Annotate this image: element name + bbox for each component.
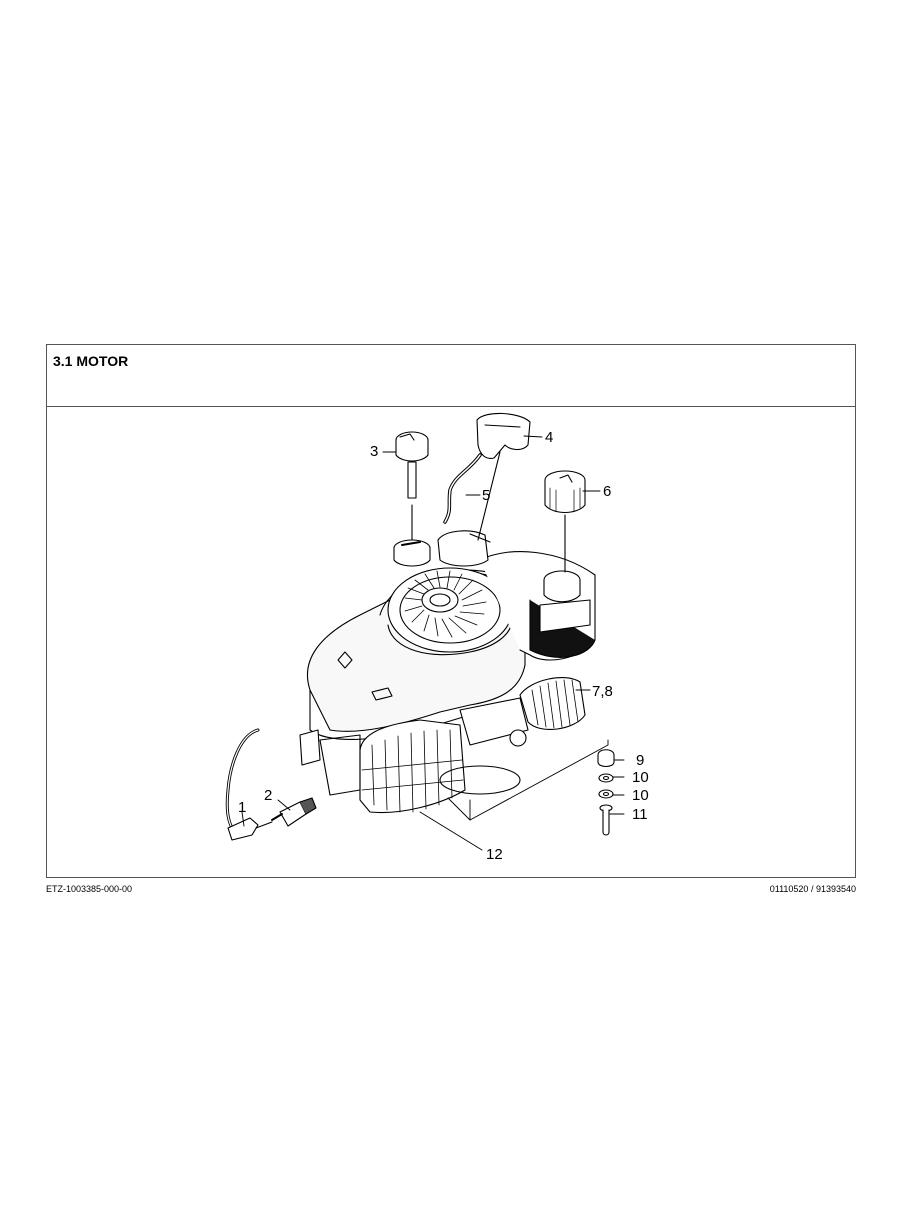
recoil-starter xyxy=(387,567,513,656)
tank-cap-mounted xyxy=(543,570,581,603)
spark-plug xyxy=(271,797,317,827)
drawing-number: ETZ-1003385-000-00 xyxy=(46,884,133,894)
section-header: 3.1 MOTOR xyxy=(47,345,855,407)
callout-9: 9 xyxy=(636,752,644,769)
callout-4: 4 xyxy=(545,429,553,446)
spark-plug-cable xyxy=(225,728,273,841)
callout-1: 1 xyxy=(238,799,246,816)
callout-12: 12 xyxy=(486,846,503,863)
callout-10b: 10 xyxy=(632,787,649,804)
diagram-frame: 3.1 MOTOR xyxy=(46,344,856,878)
callout-7-8: 7,8 xyxy=(592,683,613,700)
callout-11: 11 xyxy=(632,806,648,823)
part-reference: 01110520 / 91393540 xyxy=(769,884,856,894)
fastener-parts xyxy=(597,749,615,836)
fuel-cap-part xyxy=(544,470,586,573)
callout-10a: 10 xyxy=(632,769,649,786)
section-title: 3.1 MOTOR xyxy=(53,353,129,369)
callout-2: 2 xyxy=(264,787,272,804)
callout-3: 3 xyxy=(370,443,378,460)
callout-5: 5 xyxy=(482,487,490,504)
handle-mount xyxy=(437,530,491,567)
callout-6: 6 xyxy=(603,483,611,500)
muffler-guard xyxy=(299,719,521,814)
starter-handle-part xyxy=(476,412,531,459)
oil-filler-neck xyxy=(393,539,431,567)
air-filter xyxy=(459,677,586,747)
starter-rope-part xyxy=(443,451,501,541)
oil-cap-part xyxy=(395,431,429,541)
